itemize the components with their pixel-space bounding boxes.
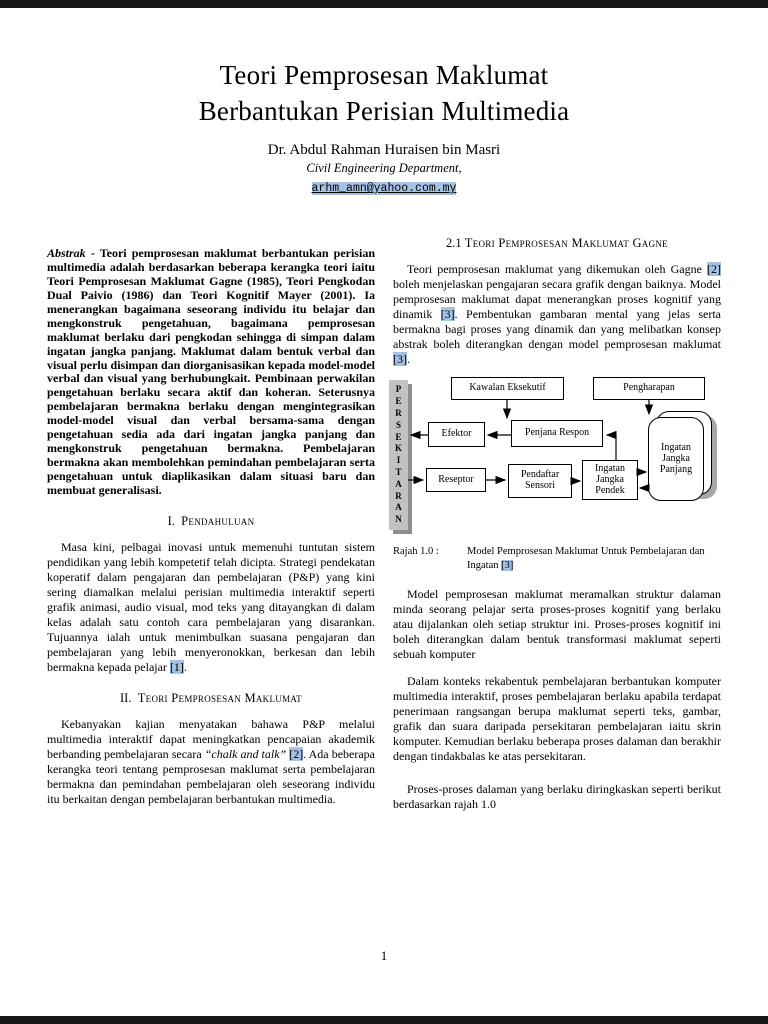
section-title: Pendahuluan <box>181 513 255 528</box>
left-column: Abstrak - Teori pemprosesan maklumat ber… <box>47 236 375 816</box>
paper-title-line1: Teori Pemprosesan Maklumat <box>219 60 549 90</box>
figure-diagram: P E R S E K I T A R A N Kawalan Eksekuti… <box>389 377 721 537</box>
citation-link[interactable]: [3] <box>501 559 514 571</box>
quoted-phrase: “chalk and talk” <box>204 746 287 761</box>
abstract-text: - Teori pemprosesan maklumat berbantukan… <box>47 246 375 497</box>
section-number: I. <box>167 513 175 528</box>
section-number: 2.1 <box>446 236 462 251</box>
env-letter: N <box>395 514 402 525</box>
section-heading-teori: II. Teori Pemprosesan Maklumat <box>47 691 375 706</box>
abstract-label: Abstrak <box>47 246 86 261</box>
citation-link[interactable]: [3] <box>440 307 455 322</box>
email-row: arhm_amn@yahoo.com.my <box>0 178 768 196</box>
env-letter: E <box>395 396 402 407</box>
env-letter: R <box>395 408 402 419</box>
env-letter: E <box>395 431 402 442</box>
section-heading-gagne: 2.1 Teori Pemprosesan Maklumat Gagne <box>393 236 721 251</box>
citation-link[interactable]: [2] <box>707 262 721 277</box>
paragraph-teori: Kebanyakan kajian menyatakan bahawa P&P … <box>47 717 375 807</box>
env-letter: T <box>395 467 402 478</box>
citation-link[interactable]: [2] <box>289 746 304 761</box>
paragraph-text: . <box>407 352 410 367</box>
box-reseptor: Reseptor <box>426 468 486 493</box>
env-letter: K <box>394 443 402 454</box>
two-column-body: Abstrak - Teori pemprosesan maklumat ber… <box>0 236 768 816</box>
persekitaran-bar: P E R S E K I T A R A N <box>389 380 408 531</box>
paper-page: Teori Pemprosesan Maklumat Berbantukan P… <box>0 8 768 1016</box>
right-column: 2.1 Teori Pemprosesan Maklumat Gagne Teo… <box>389 236 721 816</box>
paragraph-text: boleh menjelaskan pengajaran secara graf… <box>393 277 721 322</box>
env-letter: R <box>395 490 402 501</box>
env-letter: A <box>395 478 402 489</box>
paragraph-text: Kebanyakan kajian menyatakan bahawa P&P … <box>47 716 375 761</box>
paragraph-text: Teori pemprosesan maklumat yang dikemuka… <box>407 262 707 277</box>
page-number: 1 <box>380 948 388 963</box>
env-letter: S <box>395 419 401 430</box>
paragraph-model: Model pemprosesan maklumat meramalkan st… <box>393 586 721 661</box>
caption-text: Model Pemprosesan Maklumat Untuk Pembela… <box>467 546 705 571</box>
box-kawalan-eksekutif: Kawalan Eksekutif <box>451 377 564 401</box>
paragraph-text: . Ada beberapa kerangka teori tentang pe… <box>47 746 375 806</box>
env-letter: I <box>396 455 401 466</box>
author-name: Dr. Abdul Rahman Huraisen bin Masri <box>267 142 501 159</box>
box-pendaftar-sensori: Pendaftar Sensori <box>508 464 572 499</box>
section-heading-pendahuluan: I. Pendahuluan <box>47 514 375 529</box>
box-ingatan-jangka-panjang: Ingatan Jangka Panjang <box>648 417 704 502</box>
env-letter: P <box>395 384 402 395</box>
citation-link[interactable]: [1] <box>169 659 184 674</box>
abstract: Abstrak - Teori pemprosesan maklumat ber… <box>47 246 375 497</box>
paper-title-line2: Berbantukan Perisian Multimedia <box>198 95 570 126</box>
affiliation: Civil Engineering Department, <box>306 161 462 176</box>
paragraph-konteks: Dalam konteks rekabentuk pembelajaran be… <box>393 673 721 763</box>
email-link[interactable]: arhm_amn@yahoo.com.my <box>311 182 457 196</box>
env-letter: A <box>395 502 402 513</box>
box-pengharapan: Pengharapan <box>593 377 705 401</box>
paragraph-text: . Pembentukan gambaran mental yang jelas… <box>393 307 721 352</box>
section-title: Teori Pemprosesan Maklumat <box>137 690 302 705</box>
figure-caption: Rajah 1.0 : Model Pemprosesan Maklumat U… <box>393 545 721 572</box>
paragraph-proses: Proses-proses dalaman yang berlaku dirin… <box>393 781 721 811</box>
paragraph-text: Masa kini, pelbagai inovasi untuk memenu… <box>47 539 375 674</box>
box-ingatan-jangka-pendek: Ingatan Jangka Pendek <box>582 460 638 501</box>
paragraph-gagne: Teori pemprosesan maklumat yang dikemuka… <box>393 262 721 367</box>
paper-title: Teori Pemprosesan Maklumat Berbantukan P… <box>0 58 768 129</box>
section-title: Teori Pemprosesan Maklumat Gagne <box>464 236 668 251</box>
paragraph-text: . <box>183 659 187 674</box>
section-number: II. <box>120 690 132 705</box>
figure-caption-text: Model Pemprosesan Maklumat Untuk Pembela… <box>451 545 721 572</box>
title-block: Teori Pemprosesan Maklumat Berbantukan P… <box>0 8 768 196</box>
paragraph-pendahuluan: Masa kini, pelbagai inovasi untuk memenu… <box>47 540 375 675</box>
figure-caption-label: Rajah 1.0 : <box>393 546 439 558</box>
box-penjana-respon: Penjana Respon <box>511 420 603 448</box>
citation-link[interactable]: [3] <box>393 352 407 367</box>
box-efektor: Efektor <box>428 422 485 448</box>
